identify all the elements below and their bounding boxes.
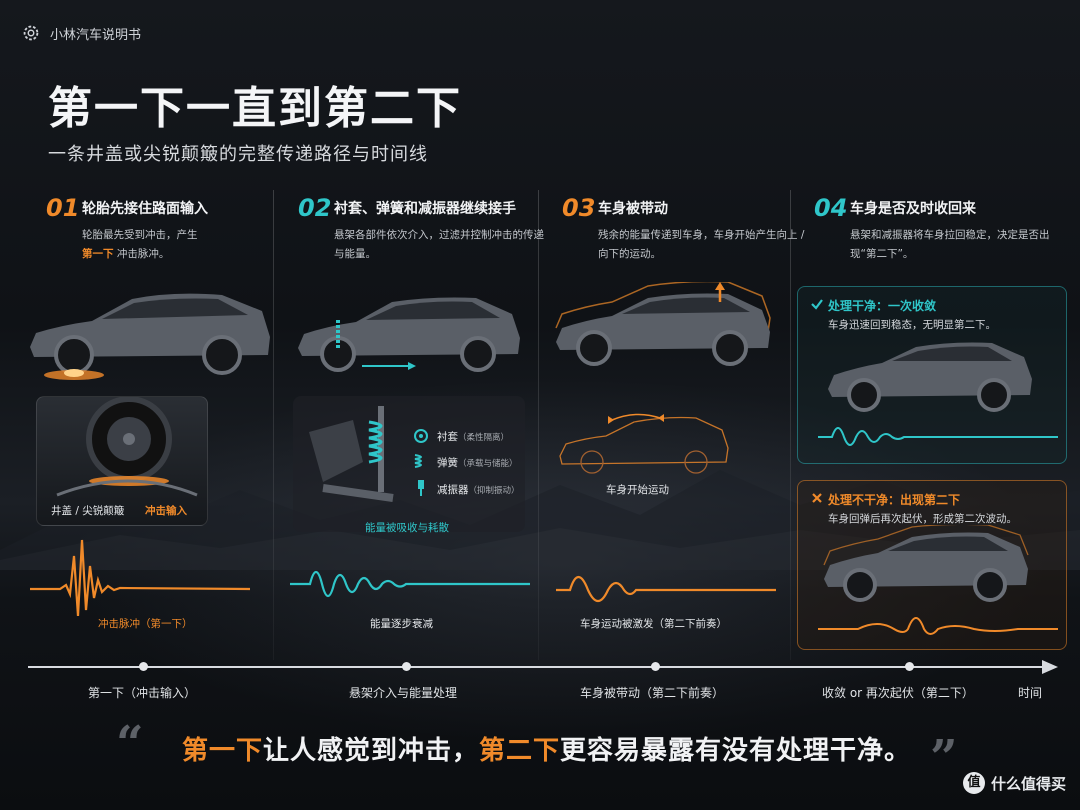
column-divider bbox=[790, 190, 791, 660]
arrow-right-icon bbox=[1042, 660, 1058, 674]
caption-energy-absorbed: 能量被吸收与耗散 bbox=[365, 522, 449, 534]
part-spring: 弹簧（承载与储能） bbox=[437, 457, 518, 469]
brand-name: 小林汽车说明书 bbox=[50, 27, 142, 43]
open-quote-icon: “ bbox=[116, 716, 144, 772]
suspension-panel: 衬套（柔性隔离） 弹簧（承载与储能） 减振器（抑制振动） 能量被吸收与耗散 bbox=[293, 396, 525, 534]
suspension-diagram bbox=[309, 406, 394, 502]
step-description: 悬架各部件依次介入，过滤并控制冲击的传递与能量。 bbox=[334, 229, 544, 260]
step-title: 轮胎先接住路面输入 bbox=[82, 201, 208, 217]
step-title: 车身是否及时收回来 bbox=[850, 201, 976, 217]
summary-quote: 第一下让人感觉到冲击，第二下更容易暴露有没有处理干净。 bbox=[182, 736, 912, 766]
close-quote-icon: ” bbox=[930, 730, 958, 786]
column-divider bbox=[538, 190, 539, 660]
step-number: 01 bbox=[46, 194, 80, 222]
timeline-label-2: 悬架介入与能量处理 bbox=[349, 686, 458, 700]
page-subtitle: 一条井盖或尖锐颠簸的完整传递路径与时间线 bbox=[48, 144, 428, 165]
good-outcome-panel: 处理干净：一次收敛 车身迅速回到稳态，无明显第二下。 bbox=[797, 286, 1067, 464]
caption-body-moving: 车身开始运动 bbox=[606, 484, 669, 496]
caption-manhole: 井盖 / 尖锐颠簸 bbox=[51, 505, 125, 517]
watermark-text: 什么值得买 bbox=[990, 774, 1066, 793]
page-title: 第一下一直到第二下 bbox=[48, 83, 462, 134]
step-description: 轮胎最先受到冲击，产生 第一下 冲击脉冲。 bbox=[82, 229, 198, 260]
timeline-tick bbox=[905, 662, 914, 671]
good-outcome-desc: 车身迅速回到稳态，无明显第二下。 bbox=[828, 319, 996, 331]
car-rebound-image bbox=[823, 525, 1029, 602]
watermark: 值 什么值得买 bbox=[962, 772, 1066, 794]
impact-pulse-wave bbox=[30, 539, 250, 616]
car-step-02 bbox=[298, 297, 520, 372]
watermark-badge: 值 bbox=[962, 772, 985, 794]
part-bushing: 衬套（柔性隔离） bbox=[437, 431, 510, 443]
step-description: 悬架和减振器将车身拉回稳定，决定是否出现“第二下”。 bbox=[850, 229, 1050, 260]
step-number: 02 bbox=[298, 194, 332, 222]
timeline-end-label: 时间 bbox=[1018, 686, 1043, 700]
step-number: 04 bbox=[814, 194, 848, 222]
brand: 小林汽车说明书 bbox=[20, 22, 141, 44]
part-damper: 减振器（抑制振动） bbox=[437, 484, 520, 496]
bushing-icon bbox=[414, 429, 428, 443]
converged-wave bbox=[818, 427, 1058, 446]
timeline-tick bbox=[402, 662, 411, 671]
bad-outcome-title: 处理不干净：出现第二下 bbox=[828, 493, 961, 507]
wave-label-01: 冲击脉冲（第一下） bbox=[98, 618, 193, 630]
gear-icon bbox=[23, 25, 39, 41]
bad-outcome-panel: 处理不干净：出现第二下 车身回弹后再次起伏，形成第二次波动。 bbox=[797, 480, 1067, 650]
timeline-tick bbox=[651, 662, 660, 671]
car-step-01 bbox=[30, 293, 270, 380]
spring-icon bbox=[414, 454, 422, 468]
tire-closeup-panel: 井盖 / 尖锐颠簸 冲击输入 bbox=[36, 396, 208, 526]
wave-label-02: 能量逐步衰减 bbox=[370, 618, 433, 630]
check-icon bbox=[811, 299, 823, 310]
timeline-label-1: 第一下（冲击输入） bbox=[88, 686, 197, 700]
step-description: 残余的能量传递到车身，车身开始产生向上 / 向下的运动。 bbox=[598, 229, 805, 260]
column-divider bbox=[273, 190, 274, 660]
step-number: 03 bbox=[562, 194, 596, 222]
good-outcome-title: 处理干净：一次收敛 bbox=[828, 299, 937, 313]
wave-label-03: 车身运动被激发（第二下前奏） bbox=[580, 618, 727, 630]
damper-icon bbox=[418, 480, 424, 496]
caption-impact-input: 冲击输入 bbox=[145, 505, 187, 517]
bad-outcome-desc: 车身回弹后再次起伏，形成第二次波动。 bbox=[828, 513, 1017, 525]
cross-icon bbox=[812, 493, 822, 503]
step-title: 衬套、弹簧和减振器继续接手 bbox=[334, 201, 516, 217]
mountain-backdrop bbox=[0, 470, 1080, 570]
timeline-label-4: 收敛 or 再次起伏（第二下） bbox=[822, 686, 974, 700]
car-converged-image bbox=[828, 342, 1032, 412]
timeline-axis bbox=[28, 666, 1050, 668]
second-bump-wave bbox=[818, 617, 1058, 635]
timeline-tick bbox=[139, 662, 148, 671]
damped-energy-wave bbox=[290, 570, 530, 598]
timeline-label-3: 车身被带动（第二下前奏） bbox=[580, 686, 725, 700]
car-step-03 bbox=[555, 282, 771, 366]
car-body-motion-outline bbox=[559, 413, 729, 474]
step-title: 车身被带动 bbox=[598, 201, 668, 217]
tire-closeup-image bbox=[56, 396, 198, 497]
body-motion-wave bbox=[556, 575, 776, 603]
